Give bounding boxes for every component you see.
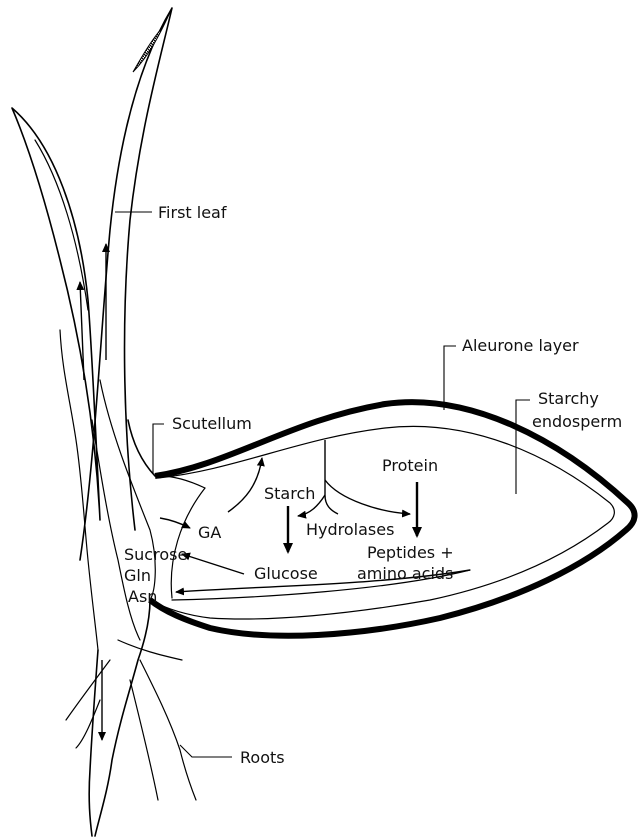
starchy-endosperm-label-2: endosperm <box>532 412 622 431</box>
asn-label: Asn <box>128 587 157 606</box>
aleurone-leader <box>444 346 456 410</box>
starchy-leader <box>516 400 530 494</box>
stem-inner-line-2 <box>92 420 140 640</box>
root-main-outline <box>95 600 150 836</box>
starch-label: Starch <box>264 484 315 503</box>
grain <box>150 402 635 636</box>
sucrose-label: Sucrose <box>124 545 187 564</box>
ga-label: GA <box>198 523 221 542</box>
root-branch-3 <box>140 660 196 800</box>
glucose-label: Glucose <box>254 564 318 583</box>
roots-label: Roots <box>240 748 285 767</box>
aleurone-layer-label: Aleurone layer <box>462 336 579 355</box>
protein-label: Protein <box>382 456 438 475</box>
roots-leader <box>180 745 232 757</box>
scutellum-label: Scutellum <box>172 414 252 433</box>
ga-to-aleurone-arrow <box>228 458 262 512</box>
peptides-label-1: Peptides + <box>367 543 454 562</box>
first-leaf-label: First leaf <box>158 203 227 222</box>
aleurone-layer-outline <box>150 402 635 636</box>
hydrolases-label: Hydrolases <box>306 520 394 539</box>
scutellum-leader <box>153 424 164 474</box>
glucose-to-sucrose-arrow <box>182 554 244 574</box>
stem-right-edge <box>128 420 155 476</box>
peptides-label-2: amino acids <box>357 564 453 583</box>
root-branch-4 <box>130 680 158 800</box>
hydrolases-branch <box>325 440 338 514</box>
starchy-endosperm-label-1: Starchy <box>538 389 599 408</box>
root-branch-1 <box>66 660 110 720</box>
hydrolases-to-protein-arrow <box>325 480 410 514</box>
root-branch-2 <box>118 640 182 660</box>
scutellum-boundary <box>171 488 205 598</box>
gln-label: Gln <box>124 566 151 585</box>
seedling <box>12 8 196 836</box>
leader-lines <box>115 212 530 757</box>
left-leaf-outline <box>12 108 100 520</box>
root-branch-5 <box>76 700 100 748</box>
